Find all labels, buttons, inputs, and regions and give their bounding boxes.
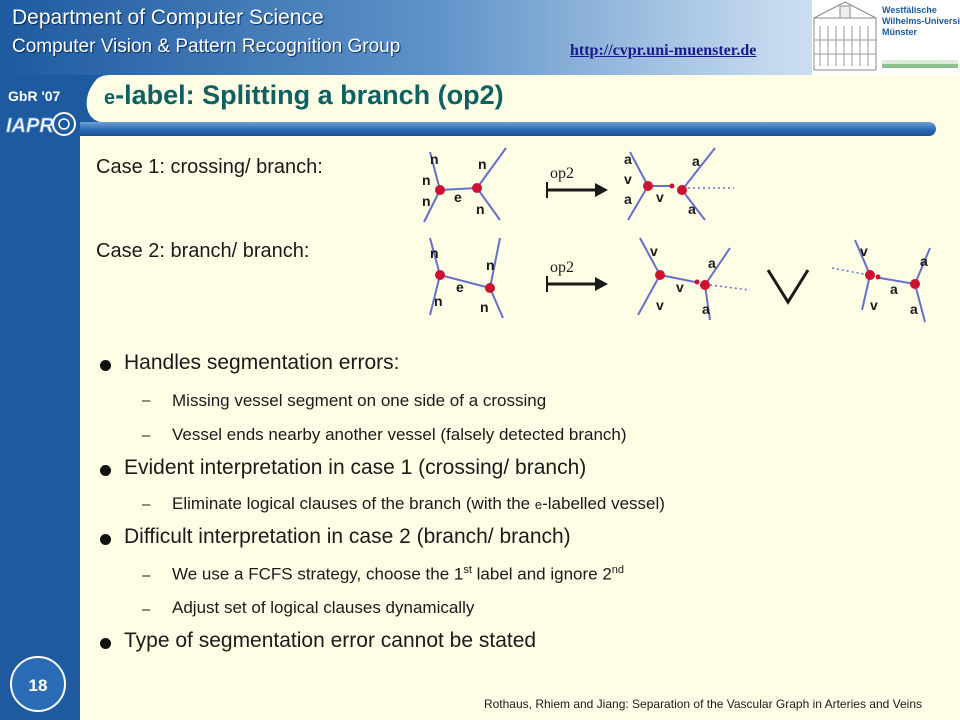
case2-label-n-2: n [486,257,495,273]
case2-label-v-4: v [860,243,868,259]
sub-bullet-adjust-clauses: Adjust set of logical clauses dynamicall… [172,598,475,617]
case1-label-n-5: n [476,201,485,217]
case2-diagram: n n e n n v a v v a v a a v a op2 [429,237,931,323]
svg-text:Münster: Münster [882,27,918,37]
group-name: Computer Vision & Pattern Recognition Gr… [12,36,401,57]
sub-bullet-dash: – [142,601,151,618]
case1-label-n-4: n [422,193,431,209]
case1-label-a-4: a [688,201,696,217]
bullet-difficult-interpretation: Difficult interpretation in case 2 (bran… [124,525,571,548]
case2-label-a-1: a [708,255,716,271]
case2-label-v-2: v [676,279,684,295]
bullet-evident-interpretation: Evident interpretation in case 1 (crossi… [124,456,587,479]
page-number: 18 [10,656,66,712]
case2-label-v-1: v [650,243,658,259]
case2-label-n-1: n [430,245,439,261]
case1-label-a-3: a [624,191,632,207]
case2-label-v-5: v [870,297,878,313]
sub-bullet-dash: – [142,392,151,409]
footer-citation: Rothaus, Rhiem and Jiang: Separation of … [483,697,922,711]
svg-text:Wilhelms-Universität: Wilhelms-Universität [882,16,960,26]
svg-text:Westfälische: Westfälische [882,5,937,15]
case2-label-n-3: n [434,293,443,309]
title-text: -label: Splitting a branch (op2) [115,80,504,110]
case2-label-a-5: a [910,301,918,317]
case2-label-e: e [456,279,464,295]
case1-op2-arrow: op2 [546,165,608,198]
case1-label-v-2: v [656,189,664,205]
conference-label: GbR '07 [8,88,61,104]
case1-label-n-1: n [430,151,439,167]
slide-title: e-label: Splitting a branch (op2) [104,80,504,111]
case1-diagram: n n n e n n a a v a v a op2 [422,147,734,223]
or-symbol-icon [766,269,810,305]
case1-label-e: e [454,189,462,205]
sub-bullet-fcfs-strategy: We use a FCFS strategy, choose the 1st l… [172,564,625,584]
case2-op2-arrow: op2 [546,259,608,292]
svg-text:op2: op2 [550,165,574,182]
bullet-dot [100,534,111,545]
case1-label-a-1: a [624,151,632,167]
header-banner: Department of Computer Science Computer … [0,0,960,75]
case2-label-a-2: a [702,301,710,317]
sub-bullet-dash: – [142,427,151,444]
bullet-handles-errors: Handles segmentation errors: [124,351,400,374]
sub-bullet-dash: – [142,496,151,513]
bullet-dot [100,638,111,649]
sub-bullet-dash: – [142,567,151,584]
department-name: Department of Computer Science [12,6,324,29]
bullet-dot [100,360,111,371]
svg-text:IAPR: IAPR [6,115,54,137]
case1-label: Case 1: crossing/ branch: [96,156,323,178]
sub-bullet-vessel-ends: Vessel ends nearby another vessel (false… [172,425,627,444]
case1-label-n-3: n [422,172,431,188]
sidebar-corner-curve [80,75,110,122]
case1-label-a-2: a [692,153,700,169]
university-logo: Westfälische Wilhelms-Universität Münste… [812,0,960,75]
bullet-error-type: Type of segmentation error cannot be sta… [124,629,537,652]
case2-label: Case 2: branch/ branch: [96,240,310,262]
case2-label-v-3: v [656,297,664,313]
svg-text:op2: op2 [550,259,574,276]
group-url-link[interactable]: http://cvpr.uni-muenster.de [570,42,757,59]
university-building-icon: Westfälische Wilhelms-Universität Münste… [813,1,960,71]
sub-bullet-missing-segment: Missing vessel segment on one side of a … [172,391,547,410]
title-underline-bar [80,122,936,136]
case1-label-n-2: n [478,156,487,172]
iapr-logo-icon: IAPR [6,112,76,137]
case2-label-n-4: n [480,299,489,315]
bullet-dot [100,465,111,476]
title-e-symbol: e [104,87,116,109]
case2-label-a-4: a [890,281,898,297]
e-symbol: e [534,497,543,512]
sub-bullet-eliminate-clauses: Eliminate logical clauses of the branch … [172,494,665,513]
case2-label-a-3: a [920,253,928,269]
case1-label-v-1: v [624,171,632,187]
sidebar [0,75,80,720]
